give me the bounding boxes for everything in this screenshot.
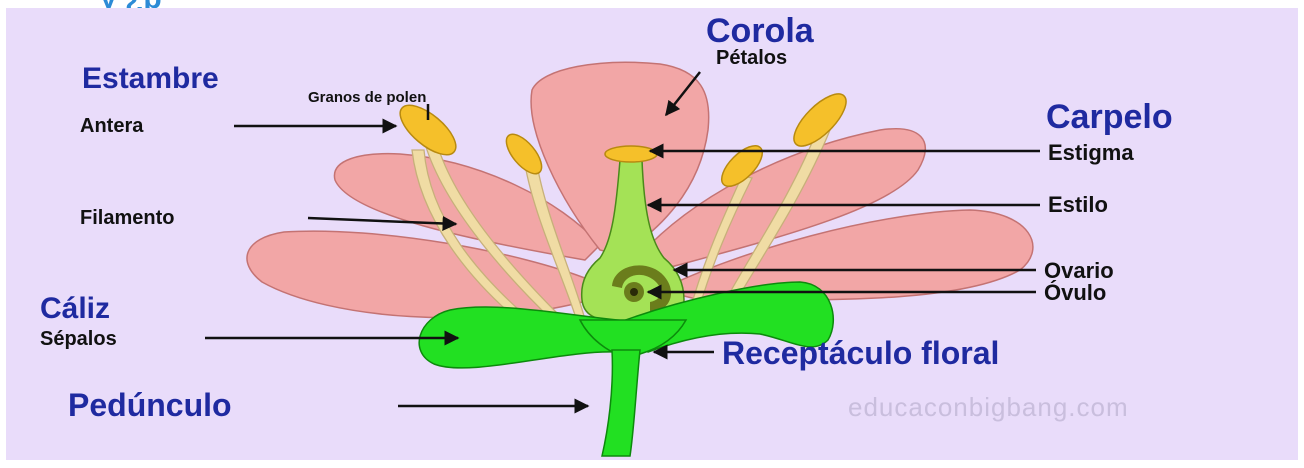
label-estigma: Estigma [1048, 140, 1134, 165]
label-estilo: Estilo [1048, 192, 1108, 217]
label-filamento: Filamento [80, 207, 174, 229]
label-petalos: Pétalos [716, 47, 787, 69]
group-carpelo: Carpelo [1046, 98, 1173, 136]
label-antera: Antera [80, 115, 144, 137]
group-pedunculo: Pedúnculo [68, 387, 232, 423]
label-sepalos: Sépalos [40, 328, 117, 350]
label-granos-polen: Granos de polen [308, 89, 426, 106]
watermark: educaconbigbang.com [848, 392, 1129, 422]
stigma [605, 146, 657, 162]
top-strip [0, 0, 1304, 8]
group-caliz: Cáliz [40, 292, 110, 325]
group-corola: Corola [706, 12, 815, 50]
label-receptaculo: Receptáculo floral [722, 335, 999, 371]
ovule-center [630, 288, 638, 296]
label-ovulo: Óvulo [1044, 280, 1106, 305]
group-estambre: Estambre [82, 62, 219, 95]
